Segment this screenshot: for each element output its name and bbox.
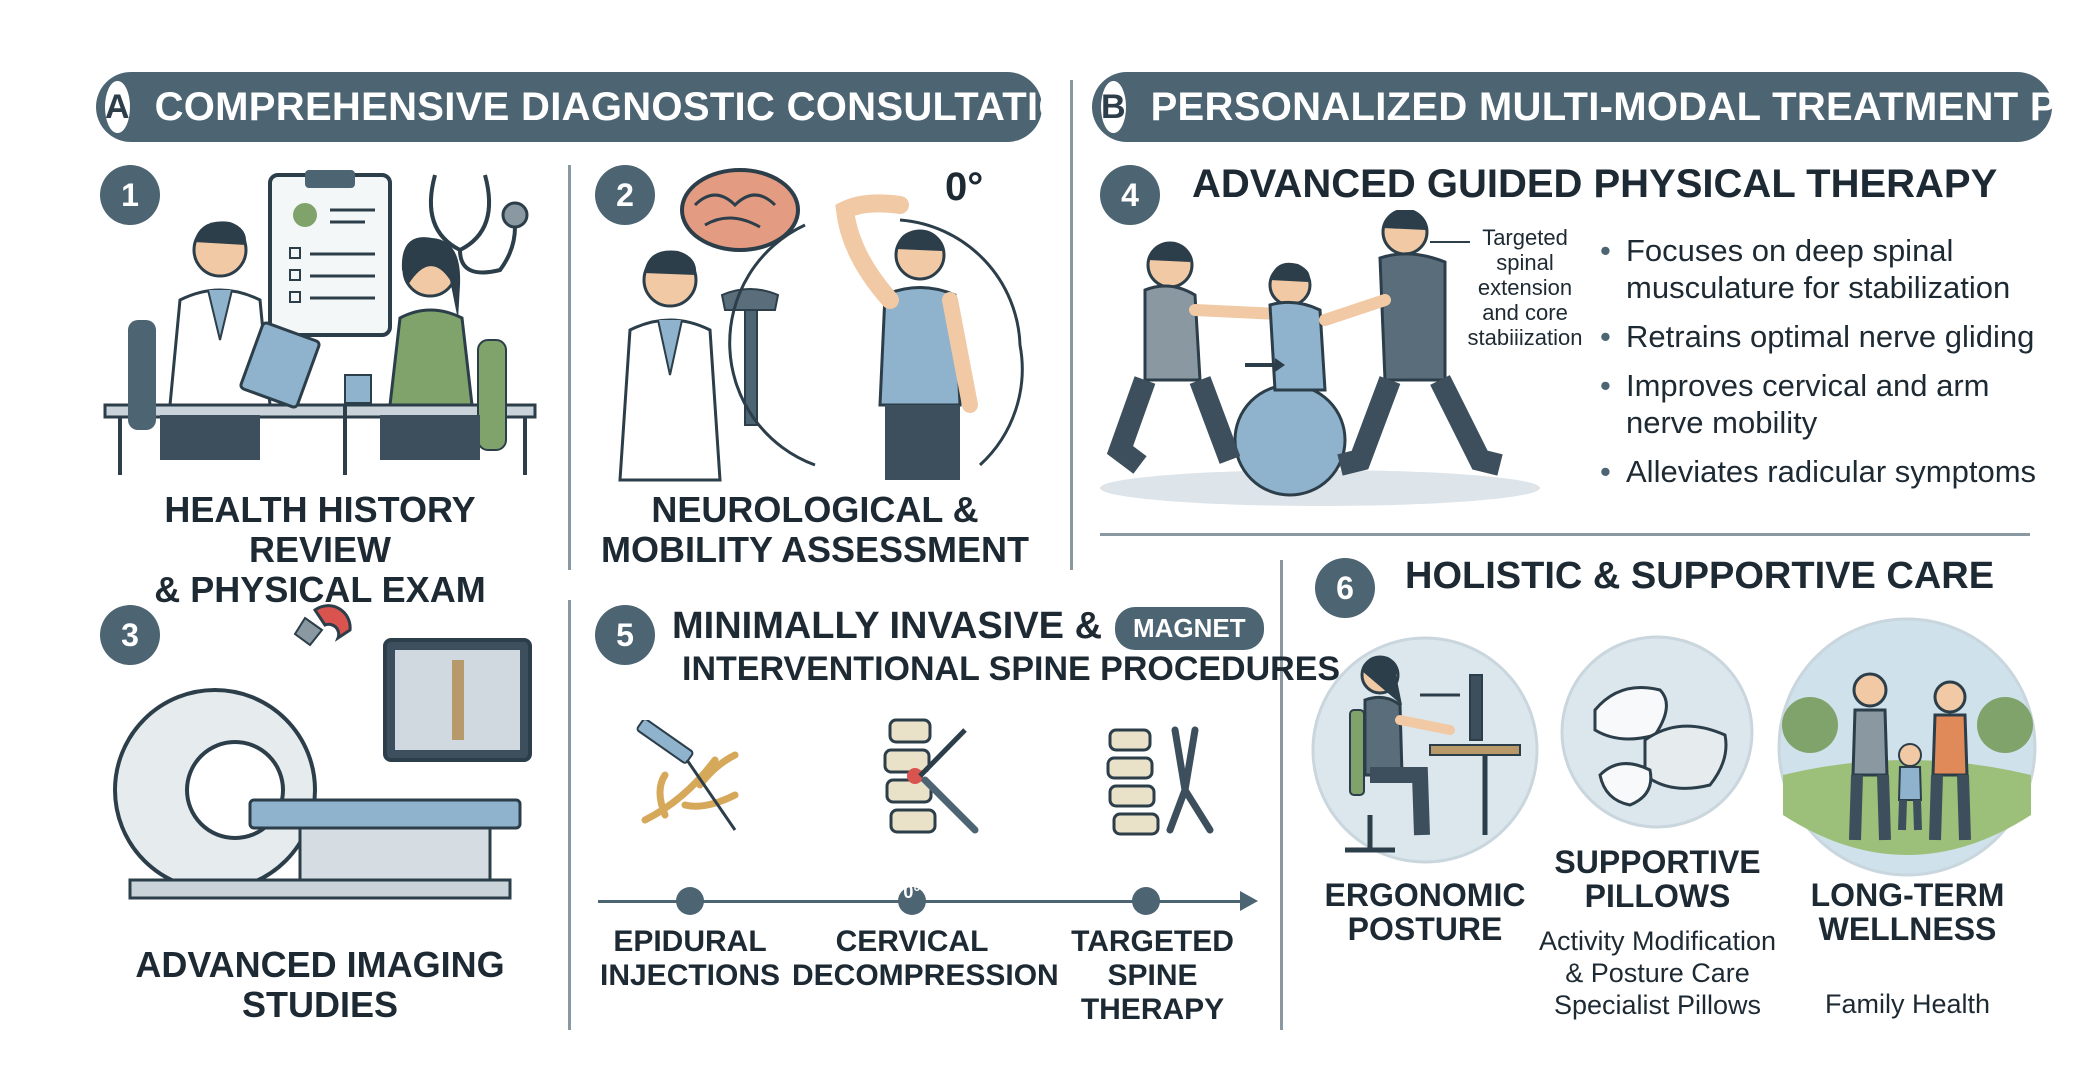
care-item-sub: Family Health xyxy=(1824,989,1991,1019)
timeline-arrow xyxy=(1240,891,1258,911)
bullet-item: Focuses on deep spinal musculature for s… xyxy=(1600,232,2040,306)
step-1-number: 1 xyxy=(100,165,160,225)
bullet-item: Alleviates radicular symptoms xyxy=(1600,453,2040,490)
divider-5-6 xyxy=(1280,560,1283,1030)
annotation-leader-line xyxy=(1430,241,1470,243)
supportive-pillows-illustration xyxy=(1560,635,1755,830)
step-4-number: 4 xyxy=(1100,165,1160,225)
long-term-wellness-illustration xyxy=(1775,615,2040,880)
section-b-letter: B xyxy=(1098,78,1129,136)
section-b-title: PERSONALIZED MULTI-MODAL TREATMENT PLAN xyxy=(1150,84,2098,129)
step-5-number: 5 xyxy=(595,605,655,665)
ergonomic-posture-illustration xyxy=(1310,635,1540,865)
doctor-consultation-illustration xyxy=(100,170,540,480)
procedure-label: TARGETED SPINE THERAPY xyxy=(1071,925,1234,1026)
care-item-label: SUPPORTIVE PILLOWS xyxy=(1554,844,1761,914)
step-4-annotation: Targeted spinal extension and core stabi… xyxy=(1467,225,1583,350)
spine-tools-icon xyxy=(1090,720,1230,850)
divider-1-2 xyxy=(568,165,571,570)
bullet-item: Improves cervical and arm nerve mobility xyxy=(1600,367,2040,441)
bullet-item: Retrains optimal nerve gliding xyxy=(1600,318,2040,355)
section-a-header: A COMPREHENSIVE DIAGNOSTIC CONSULTATION xyxy=(96,72,1099,142)
step-5-title-line1: MINIMALLY INVASIVE & xyxy=(672,605,1103,647)
step-2-caption: NEUROLOGICAL & MOBILITY ASSESSMENT xyxy=(600,489,1030,570)
divider-ab xyxy=(1070,80,1073,570)
step-3-number: 3 xyxy=(100,605,160,665)
angle-label: 0° xyxy=(945,165,984,209)
step-3-caption: ADVANCED IMAGING STUDIES xyxy=(135,944,505,1025)
care-item-sub: Activity Modification & Posture Care Spe… xyxy=(1538,926,1777,1020)
magnet-badge: MAGNET xyxy=(1115,607,1264,650)
divider-3-5 xyxy=(568,600,571,1030)
step-4-title: ADVANCED GUIDED PHYSICAL THERAPY xyxy=(1192,162,1998,206)
spine-decompression-icon xyxy=(855,710,995,850)
mri-scanner-illustration xyxy=(110,590,540,920)
physical-therapy-illustration xyxy=(1100,210,1540,510)
procedure-label: EPIDURAL INJECTIONS xyxy=(600,925,781,992)
neurological-assessment-illustration xyxy=(600,165,1040,485)
step-5-title-line2: INTERVENTIONAL SPINE PROCEDURES xyxy=(682,650,1341,688)
needle-nerve-icon xyxy=(625,720,755,840)
step-2-number: 2 xyxy=(595,165,655,225)
care-item-label: LONG-TERM WELLNESS xyxy=(1810,877,2005,947)
divider-4-6 xyxy=(1100,533,2030,536)
section-a-title: COMPREHENSIVE DIAGNOSTIC CONSULTATION xyxy=(154,84,1100,129)
step-4-bullet-list: Focuses on deep spinal musculature for s… xyxy=(1600,232,2040,502)
section-a-letter: A xyxy=(102,78,133,136)
timeline-node xyxy=(898,887,926,915)
step-6-title: HOLISTIC & SUPPORTIVE CARE xyxy=(1405,555,1995,597)
care-item-label: ERGONOMIC POSTURE xyxy=(1324,877,1526,947)
section-b-header: B PERSONALIZED MULTI-MODAL TREATMENT PLA… xyxy=(1092,72,2098,142)
step-6-number: 6 xyxy=(1315,558,1375,618)
procedure-label: CERVICAL DECOMPRESSION xyxy=(792,925,1059,992)
timeline-node xyxy=(676,887,704,915)
step-1-caption: HEALTH HISTORY REVIEW & PHYSICAL EXAM xyxy=(154,489,486,610)
timeline-mid-label: 0° xyxy=(903,882,921,902)
timeline-node xyxy=(1132,887,1160,915)
